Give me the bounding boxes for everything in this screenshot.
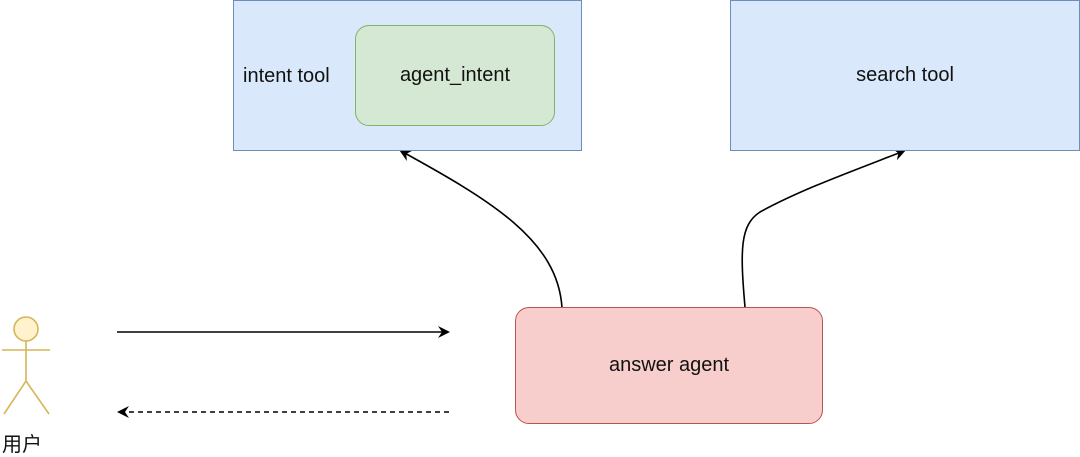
edge-answer-to-search xyxy=(741,149,906,308)
answer-agent-node[interactable]: answer agent xyxy=(515,307,823,424)
edge-answer-to-intent xyxy=(399,150,563,309)
search-tool-label: search tool xyxy=(856,64,954,86)
agent-intent-node[interactable]: agent_intent xyxy=(355,25,555,126)
user-actor-icon xyxy=(2,316,50,415)
search-tool-node[interactable]: search tool xyxy=(730,0,1080,151)
user-label: 用户 xyxy=(2,432,42,456)
agent-intent-label: agent_intent xyxy=(399,64,511,86)
answer-agent-label: answer agent xyxy=(608,354,730,376)
intent-tool-label: intent tool xyxy=(243,65,330,87)
